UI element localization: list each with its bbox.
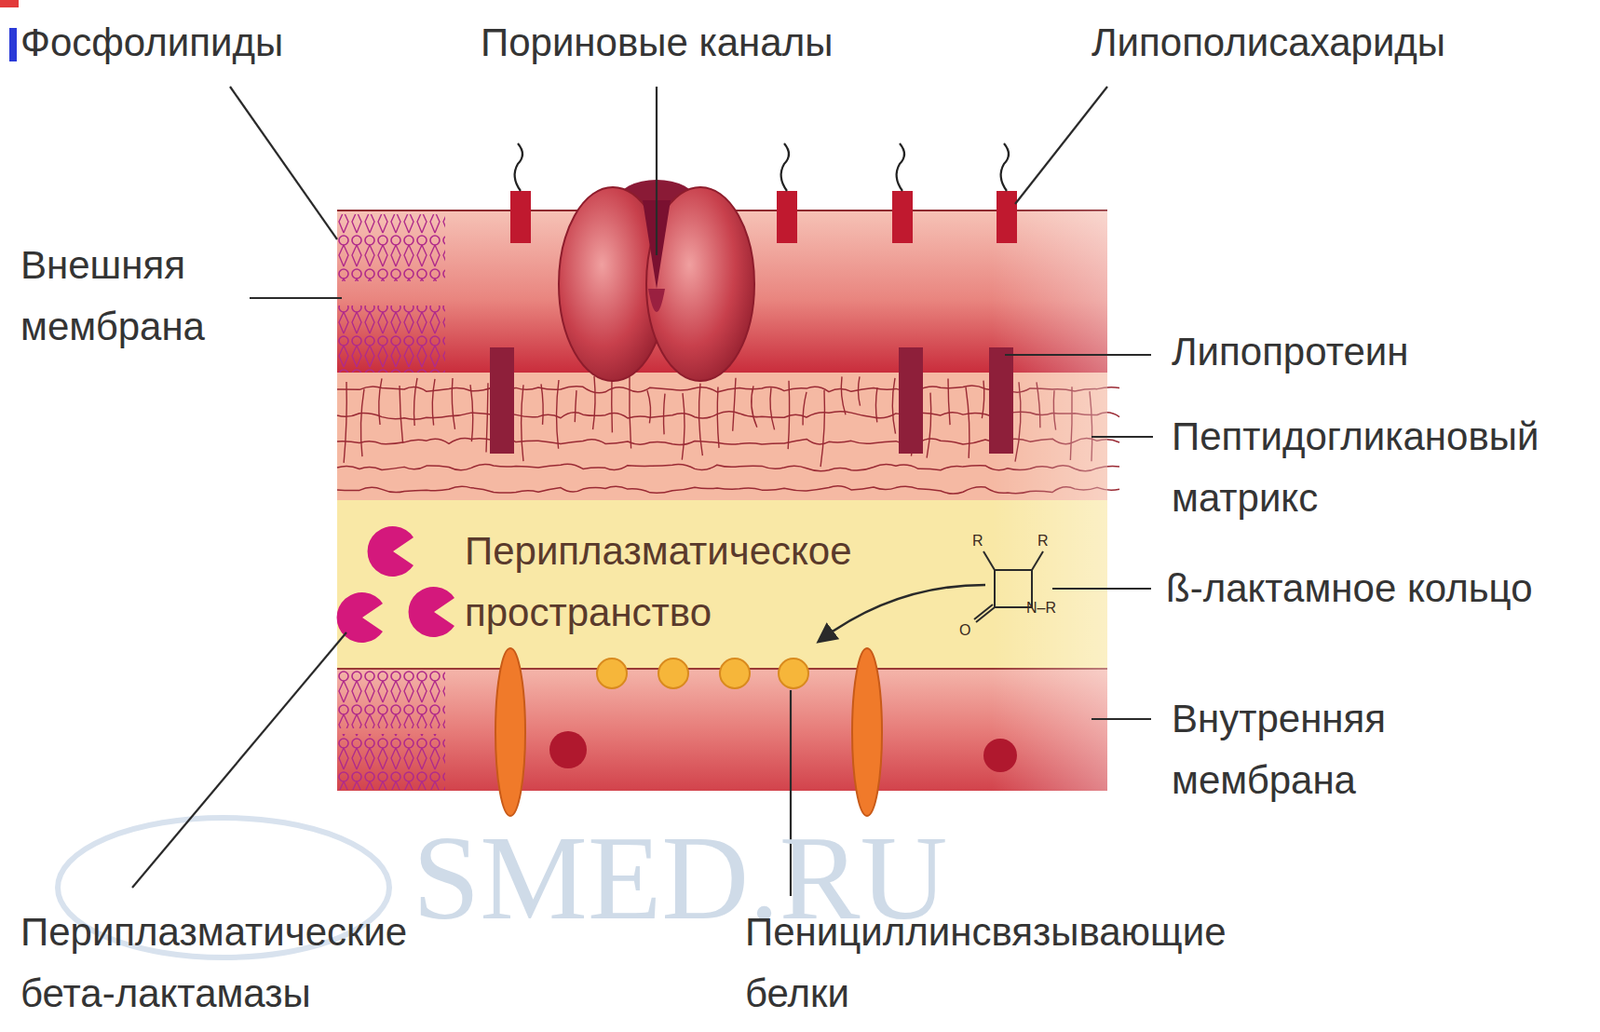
- phospholipid-leaflet: [337, 733, 446, 790]
- part-label: Пенициллинсвязывающие белки: [745, 901, 1267, 1025]
- membrane-protein: [983, 738, 1017, 773]
- part-label: Периплазматические бета-лактамазы: [20, 901, 487, 1025]
- lipopolysaccharide: [510, 190, 1017, 244]
- part-label: Внешняя мембрана: [20, 234, 245, 358]
- lipoprotein: [489, 347, 515, 454]
- chemical-symbol: N–R: [1026, 599, 1057, 617]
- periplasm-band: Периплазматическое пространство: [337, 500, 1108, 669]
- part-label: ß-лактамное кольцо: [1166, 557, 1533, 620]
- chemical-symbol: O: [959, 622, 971, 639]
- chemical-symbol: R: [1037, 532, 1049, 550]
- lipoprotein: [898, 347, 923, 454]
- binding-arrow: [819, 584, 986, 641]
- membrane-protein: [852, 648, 882, 816]
- penicillin-binding-protein: [596, 658, 809, 689]
- phospholipid-leaflet: [337, 305, 446, 373]
- membrane-protein: [495, 648, 526, 816]
- lipoprotein: [989, 347, 1014, 454]
- part-label: Липополисахариды: [1091, 12, 1446, 74]
- phospholipid-leaflet: [337, 214, 446, 282]
- phospholipid-leaflet: [337, 670, 446, 729]
- corner-mark: [0, 0, 19, 8]
- part-label: Пориновые каналы: [480, 12, 833, 74]
- region-label: Периплазматическое пространство: [464, 520, 903, 644]
- beta-lactamase: [337, 526, 455, 643]
- membrane-protein: [549, 731, 587, 769]
- corner-mark: [9, 27, 17, 62]
- part-label: Фосфолипиды: [20, 12, 284, 74]
- part-label: Внутренняя мембрана: [1171, 688, 1451, 812]
- part-label: Липопротеин: [1171, 321, 1409, 383]
- part-label: Пептидогликановый матрикс: [1171, 406, 1573, 529]
- leader-line: [132, 86, 1153, 896]
- chemical-symbol: R: [972, 532, 984, 550]
- lps-chain: [515, 143, 1009, 191]
